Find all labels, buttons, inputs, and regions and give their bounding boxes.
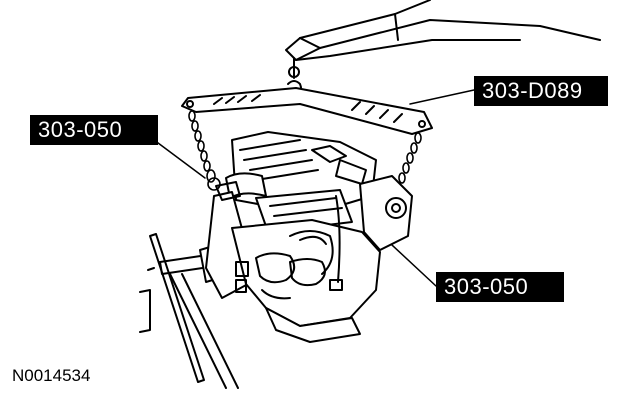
engine-block [205, 131, 413, 343]
leader-line-lifting-bracket [409, 89, 475, 105]
callout-chain-left: 303-050 [30, 115, 158, 145]
crane-boom [285, 0, 601, 61]
left-chain [188, 110, 221, 191]
callout-chain-right: 303-050 [436, 272, 564, 302]
figure-id: N0014534 [12, 366, 91, 385]
callout-lifting-bracket: 303-D089 [474, 76, 608, 106]
lifting-bracket [181, 87, 433, 135]
